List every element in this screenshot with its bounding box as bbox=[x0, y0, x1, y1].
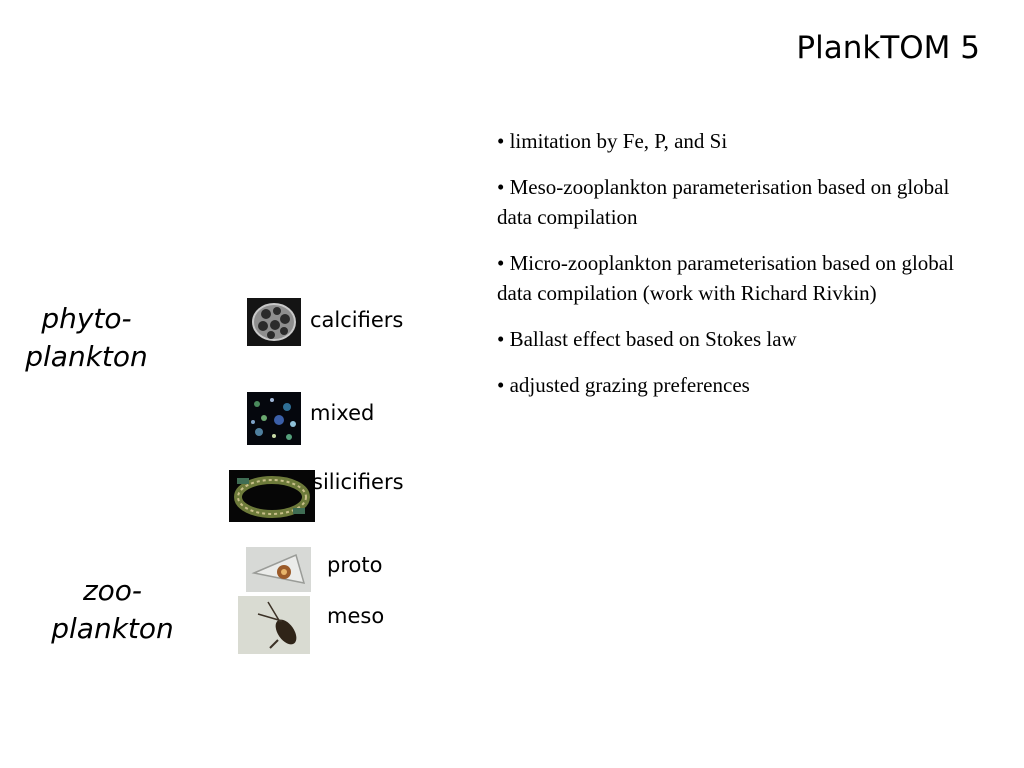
slide-title: PlankTOM 5 bbox=[796, 30, 980, 66]
phytoplankton-label-line2: plankton bbox=[25, 340, 148, 373]
category-label-meso: meso bbox=[327, 604, 385, 628]
diatom-chain-photo-icon bbox=[229, 470, 315, 522]
copepod-photo-icon bbox=[238, 596, 310, 654]
mixed-phytoplankton-photo-icon bbox=[247, 392, 301, 445]
category-label-silicifiers: silicifiers bbox=[312, 470, 404, 494]
bullet-item: • limitation by Fe, P, and Si bbox=[497, 129, 728, 153]
bullet-item: • Meso-zooplankton parameterisation base… bbox=[497, 175, 950, 229]
phytoplankton-label-line1: phyto- bbox=[41, 302, 132, 335]
phytoplankton-label: phyto- plankton bbox=[14, 300, 159, 376]
bullet-item: • adjusted grazing preferences bbox=[497, 373, 750, 397]
protozooplankton-photo-icon bbox=[246, 547, 311, 592]
zooplankton-label: zoo- plankton bbox=[40, 572, 185, 648]
zooplankton-label-line1: zoo- bbox=[82, 574, 143, 607]
bullet-item: • Micro-zooplankton parameterisation bas… bbox=[497, 251, 954, 305]
category-label-proto: proto bbox=[327, 553, 383, 577]
category-label-mixed: mixed bbox=[310, 401, 375, 425]
bullet-item: • Ballast effect based on Stokes law bbox=[497, 327, 797, 351]
bullet-list: • limitation by Fe, P, and Si • Meso-zoo… bbox=[497, 126, 967, 416]
zooplankton-label-line2: plankton bbox=[51, 612, 174, 645]
coccolithophore-photo-icon bbox=[247, 298, 301, 346]
category-label-calcifiers: calcifiers bbox=[310, 308, 404, 332]
